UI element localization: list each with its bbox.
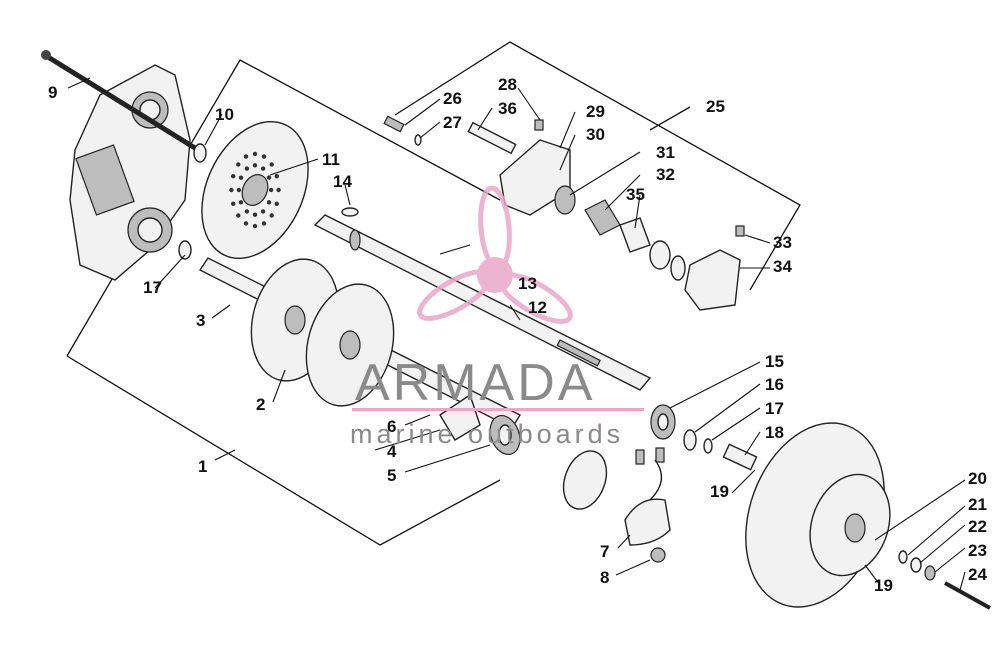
callout-23: 23	[968, 541, 987, 560]
disc-hole	[260, 166, 266, 171]
watermark-divider	[352, 408, 644, 411]
callout-27: 27	[443, 113, 462, 132]
callout-25: 25	[706, 97, 725, 116]
callout-17: 17	[143, 278, 162, 297]
disc-hole	[236, 187, 242, 193]
washer-10	[193, 143, 207, 163]
disc-hole	[268, 187, 274, 193]
washer-21	[898, 550, 908, 564]
gearcase-housing	[69, 64, 191, 281]
washer-22	[910, 557, 922, 573]
callout-20: 20	[968, 469, 987, 488]
watermark-brand: ARMADA	[355, 354, 595, 412]
washer-17-right	[703, 438, 713, 454]
sprocket-right	[305, 283, 395, 407]
callout-28: 28	[498, 75, 517, 94]
nut-8	[650, 547, 666, 563]
disc-hole	[244, 209, 250, 214]
disc-hole	[276, 187, 281, 193]
callout-8: 8	[600, 568, 609, 587]
disc-hole	[243, 221, 249, 226]
callout-10: 10	[215, 105, 234, 124]
spacer-18	[722, 443, 758, 471]
disc-hole	[229, 187, 234, 193]
callout-17: 17	[765, 399, 784, 418]
callout-19: 19	[710, 482, 729, 501]
disc-hole	[261, 221, 267, 226]
callout-labels: 1234567891011121314151617171819192021222…	[48, 75, 987, 595]
bearing-flange	[439, 393, 521, 455]
callout-21: 21	[968, 495, 987, 514]
disc-hole	[252, 212, 258, 217]
washer-16	[683, 429, 697, 451]
leader-lines	[67, 77, 966, 591]
disc-hole	[244, 166, 250, 171]
callout-33: 33	[773, 233, 792, 252]
disc-hole	[269, 213, 274, 218]
driven-hub	[745, 422, 891, 608]
disc-hole	[266, 200, 272, 205]
disc-hole	[243, 154, 249, 159]
callout-22: 22	[968, 517, 987, 536]
disc-hole	[274, 201, 279, 206]
callout-29: 29	[586, 102, 605, 121]
disc-hole	[274, 174, 279, 179]
disc-hole	[231, 201, 236, 206]
washer-23	[924, 565, 936, 581]
speed-sensor	[624, 447, 671, 546]
callout-36: 36	[498, 99, 517, 118]
bearing-15	[650, 404, 676, 440]
callout-35: 35	[626, 185, 645, 204]
callout-16: 16	[765, 375, 784, 394]
disc-hole	[252, 151, 258, 157]
callout-5: 5	[387, 466, 396, 485]
disc-hole	[236, 213, 241, 218]
callout-3: 3	[196, 311, 205, 330]
callout-15: 15	[765, 352, 784, 371]
callout-18: 18	[765, 423, 784, 442]
brand-logo-mark	[417, 185, 573, 324]
callout-26: 26	[443, 89, 462, 108]
assembly-bracket-25	[394, 41, 801, 291]
bolt-9	[41, 50, 197, 151]
callout-9: 9	[48, 83, 57, 102]
disc-hole	[252, 223, 258, 229]
callout-1: 1	[198, 457, 207, 476]
key-14	[341, 207, 359, 217]
callout-24: 24	[968, 565, 987, 584]
callout-11: 11	[322, 150, 340, 169]
disc-hole	[261, 154, 267, 159]
disc-hole	[260, 209, 266, 214]
disc-hole	[252, 163, 258, 168]
callout-13: 13	[518, 274, 537, 293]
disc-hole	[238, 175, 244, 180]
disc-hole	[266, 175, 272, 180]
bolt-24	[944, 581, 991, 610]
disc-hole	[238, 200, 244, 205]
disc-hole	[231, 174, 236, 179]
callout-2: 2	[256, 395, 265, 414]
disc-hole	[269, 162, 274, 167]
disc-hole	[236, 162, 241, 167]
brake-disc	[201, 120, 309, 260]
callout-34: 34	[773, 257, 792, 276]
seal-plate	[562, 450, 608, 510]
washer-17	[178, 240, 192, 260]
brake-caliper	[383, 115, 745, 311]
callout-12: 12	[528, 298, 547, 317]
callout-7: 7	[600, 542, 609, 561]
callout-32: 32	[656, 165, 675, 184]
watermark-tagline: marine outboards	[350, 419, 624, 449]
callout-30: 30	[586, 125, 605, 144]
callout-4: 4	[387, 442, 397, 461]
callout-31: 31	[656, 143, 675, 162]
callout-19: 19	[874, 576, 893, 595]
upper-shaft	[313, 214, 652, 391]
callout-6: 6	[387, 417, 396, 436]
callout-14: 14	[333, 172, 352, 191]
